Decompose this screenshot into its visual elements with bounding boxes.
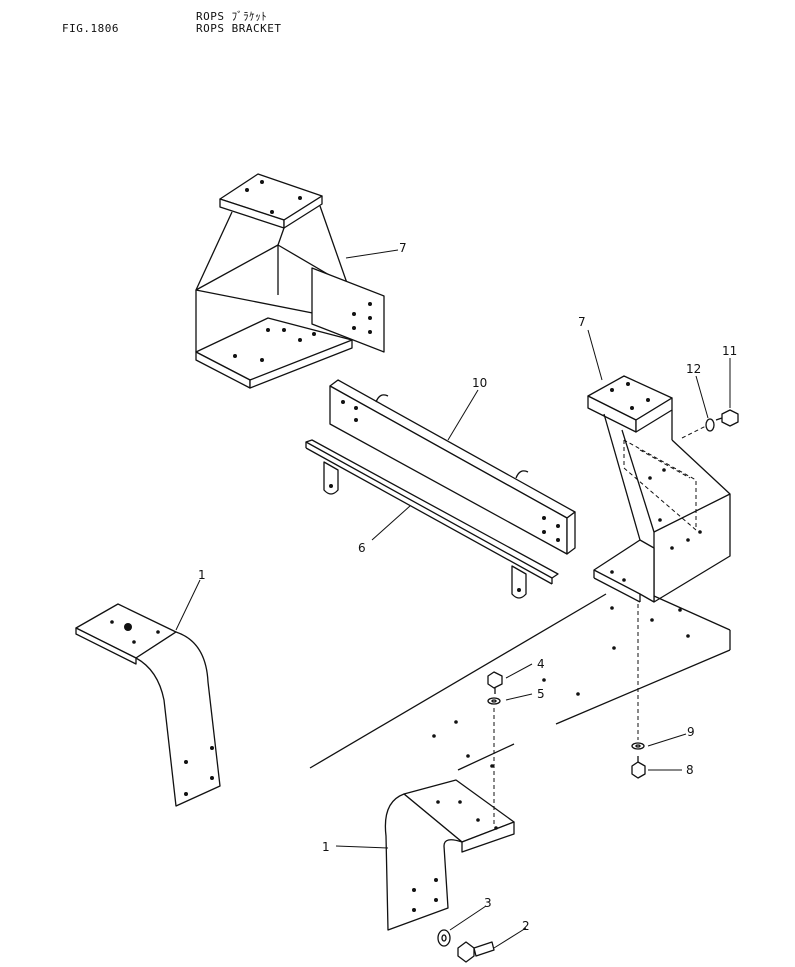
- bolt-part-8: [631, 756, 646, 779]
- callout-labels: 1 1 2 3 4 5 6 7 7 8 9 10 11 12: [198, 241, 737, 933]
- washer-part-12: [705, 418, 715, 432]
- fig-number: FIG.1806: [62, 22, 119, 35]
- bracket-part-1-left: [75, 603, 221, 807]
- callout-7-left: 7: [399, 241, 407, 255]
- callout-10: 10: [472, 376, 487, 390]
- rops-bracket-part-7-left: [195, 173, 385, 389]
- washer-part-3: [437, 929, 451, 947]
- washer-part-9: [631, 742, 645, 750]
- callout-8: 8: [686, 763, 694, 777]
- callout-11: 11: [722, 344, 737, 358]
- callout-1-left: 1: [198, 568, 206, 582]
- washer-part-5: [487, 697, 501, 705]
- callout-5: 5: [537, 687, 545, 701]
- rops-bracket-part-7-right: [587, 375, 731, 603]
- callout-2: 2: [522, 919, 530, 933]
- bolt-part-2: [457, 941, 495, 963]
- callout-12: 12: [686, 362, 701, 376]
- title-japanese: ROPS ﾌﾞﾗｹｯﾄ: [196, 10, 268, 23]
- plate-part-10: [329, 379, 576, 555]
- callout-1-front: 1: [322, 840, 330, 854]
- frame-floor-plate: [309, 593, 731, 771]
- callout-4: 4: [537, 657, 545, 671]
- callout-3: 3: [484, 896, 492, 910]
- title-english: ROPS BRACKET: [196, 22, 282, 35]
- bracket-part-1-front: [384, 779, 515, 931]
- bolt-part-4: [487, 671, 503, 694]
- callout-9: 9: [687, 725, 695, 739]
- leader-lines: [175, 249, 731, 949]
- callout-7-right: 7: [578, 315, 586, 329]
- bolt-part-11: [715, 409, 739, 427]
- strip-part-6: [305, 439, 559, 599]
- callout-6: 6: [358, 541, 366, 555]
